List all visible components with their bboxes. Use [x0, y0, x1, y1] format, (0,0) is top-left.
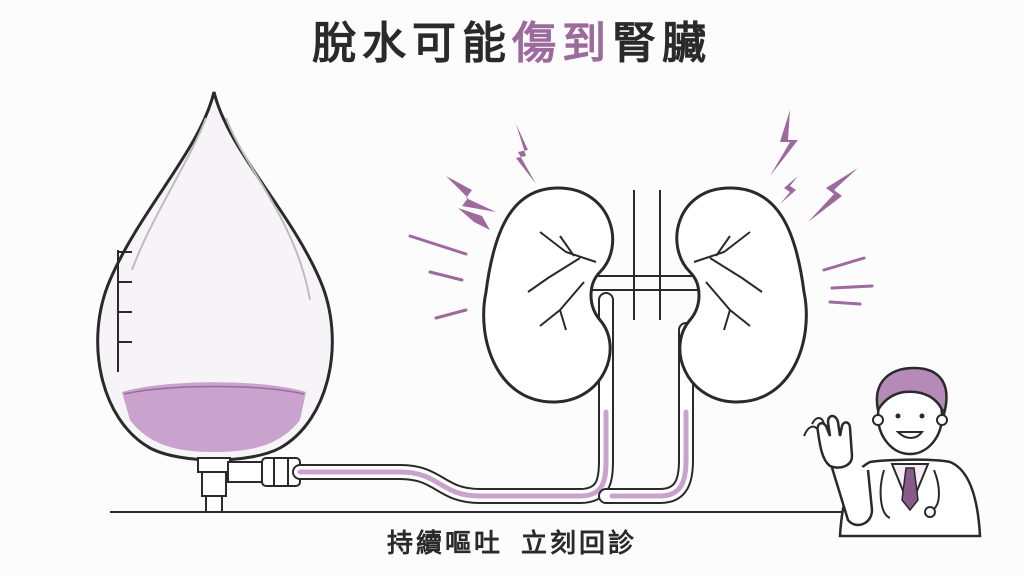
- pain-rays: [408, 234, 874, 320]
- iv-tubing: [292, 292, 694, 504]
- waving-doctor-icon: [803, 366, 982, 538]
- title-part-2-highlight: 傷到: [512, 18, 612, 69]
- page-title: 脫水可能傷到腎臟: [0, 12, 1024, 76]
- fluid-level: [122, 382, 306, 452]
- left-kidney: [482, 186, 615, 404]
- lightning-bolt-icon: [458, 208, 490, 230]
- pain-indicators: [446, 110, 858, 230]
- iv-drip-bag-icon: [96, 91, 334, 513]
- lightning-bolt-icon: [808, 168, 858, 222]
- waving-hand: [816, 414, 854, 469]
- tube-connector: [227, 457, 301, 487]
- title-part-1: 脫水可能: [312, 18, 512, 69]
- measurement-ticks: [117, 250, 132, 372]
- caption-part-1: 持續嘔吐: [386, 529, 503, 559]
- lightning-bolt-icon: [780, 176, 798, 204]
- right-kidney: [675, 186, 808, 404]
- kidneys-icon: [482, 186, 808, 404]
- caption: 持續嘔吐立刻回診: [0, 526, 1024, 562]
- tie: [901, 467, 919, 512]
- doctor-hair: [875, 366, 948, 419]
- blood-vessels: [584, 190, 710, 320]
- caption-part-2: 立刻回診: [521, 529, 638, 559]
- title-part-3: 腎臟: [612, 18, 712, 69]
- lightning-bolt-icon: [446, 176, 496, 212]
- lightning-bolt-icon: [770, 110, 798, 176]
- lightning-bolt-icon: [516, 124, 536, 184]
